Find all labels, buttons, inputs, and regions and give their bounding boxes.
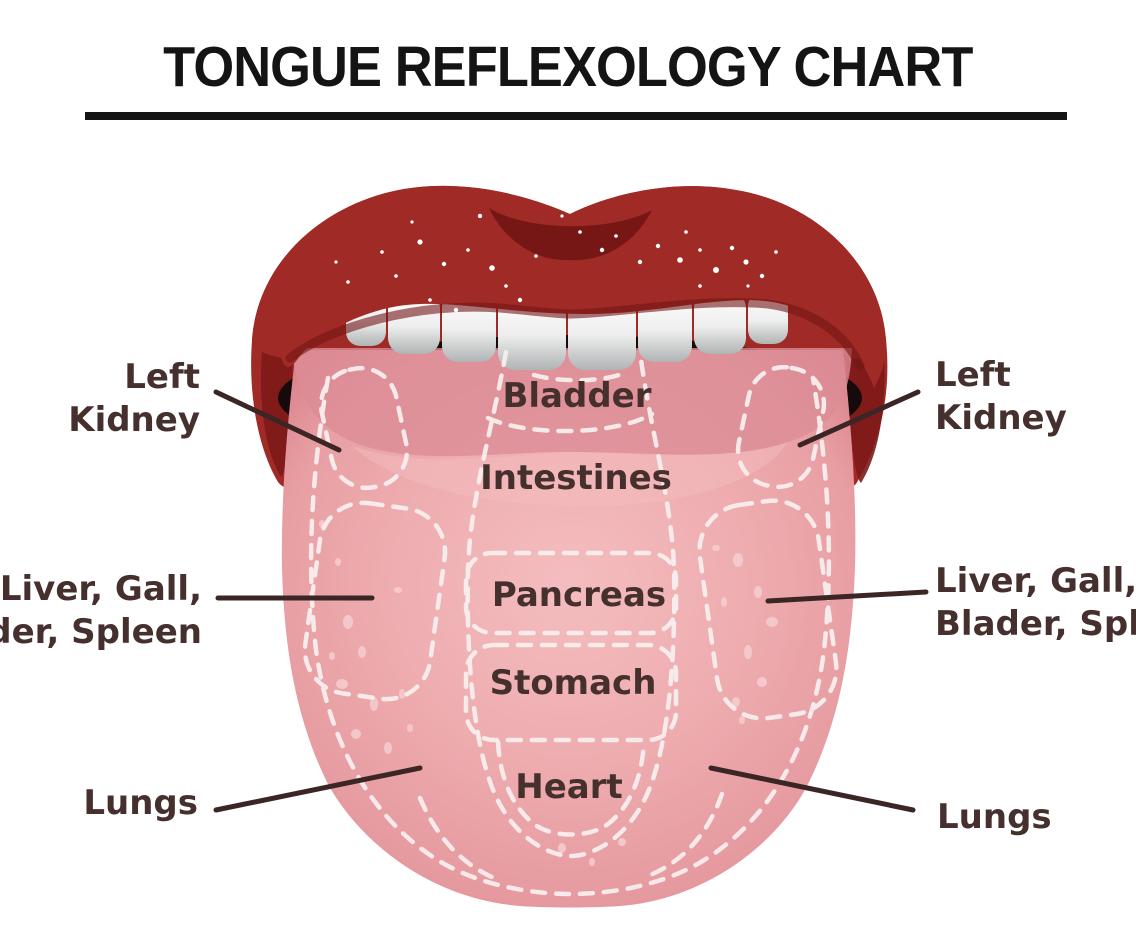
label-left-kidney-line2: Kidney bbox=[68, 400, 200, 440]
right-lungs-connector bbox=[708, 765, 916, 813]
lip-highlight-speckles bbox=[334, 213, 778, 313]
bladder-zone-bottom-line bbox=[485, 411, 655, 434]
zone-label-intestines: Intestines bbox=[480, 458, 672, 498]
label-left-liver-line2: Blader, Spleen bbox=[0, 612, 202, 652]
connector-lines bbox=[213, 389, 929, 813]
kidney-zone-left-outline bbox=[318, 365, 410, 491]
label-left-kidney-line1: Left bbox=[124, 357, 200, 397]
lip-edge-shadow bbox=[285, 298, 865, 371]
lip-corner-shadow-left bbox=[260, 352, 293, 477]
page-title: TONGUE REFLEXOLOGY CHART bbox=[163, 35, 973, 99]
lungs-inner-line-left bbox=[417, 795, 497, 881]
label-right-kidney: Left Kidney bbox=[935, 354, 1067, 440]
label-right-kidney-line1: Left bbox=[935, 355, 1011, 395]
stomach-zone-outline bbox=[463, 642, 679, 743]
label-left-liver-gall: Liver, Gall, Blader, Spleen bbox=[0, 568, 202, 654]
right-liver-connector bbox=[765, 589, 929, 604]
zone-label-bladder: Bladder bbox=[502, 376, 652, 416]
lungs-outer-outline bbox=[308, 375, 832, 897]
tongue-hump-highlight bbox=[352, 442, 788, 507]
label-right-kidney-line2: Kidney bbox=[935, 398, 1067, 438]
heart-zone-outline bbox=[495, 739, 647, 837]
upper-lip-front bbox=[252, 185, 887, 388]
left-lungs-connector bbox=[213, 765, 423, 813]
zone-label-stomach: Stomach bbox=[489, 663, 657, 703]
label-left-kidney: Left Kidney bbox=[68, 356, 200, 442]
left-kidney-connector bbox=[213, 389, 342, 453]
lungs-inner-line-right bbox=[645, 791, 725, 879]
page-title-wrap: TONGUE REFLEXOLOGY CHART bbox=[0, 34, 1136, 100]
tongue-top-shading bbox=[292, 348, 852, 457]
tongue-texture-spots bbox=[319, 520, 778, 866]
label-left-lungs: Lungs bbox=[83, 783, 198, 823]
pancreas-zone-outline bbox=[463, 550, 679, 636]
zone-outlines bbox=[302, 349, 839, 897]
liver-zone-right-outline bbox=[697, 498, 839, 721]
label-right-liver-gall: Liver, Gall, Blader, Spleen bbox=[935, 560, 1136, 646]
cupid-bow-shadow bbox=[489, 208, 652, 261]
bladder-zone-top-line bbox=[531, 372, 622, 383]
label-left-liver-line1: Liver, Gall, bbox=[0, 569, 202, 609]
label-right-liver-line2: Blader, Spleen bbox=[935, 604, 1136, 644]
zone-label-pancreas: Pancreas bbox=[491, 575, 667, 615]
right-kidney-connector bbox=[797, 389, 921, 448]
title-underline bbox=[85, 112, 1067, 120]
label-right-liver-line1: Liver, Gall, bbox=[935, 561, 1136, 601]
zone-label-heart: Heart bbox=[515, 767, 623, 807]
label-right-lungs: Lungs bbox=[937, 797, 1052, 837]
liver-zone-left-outline bbox=[302, 500, 448, 702]
